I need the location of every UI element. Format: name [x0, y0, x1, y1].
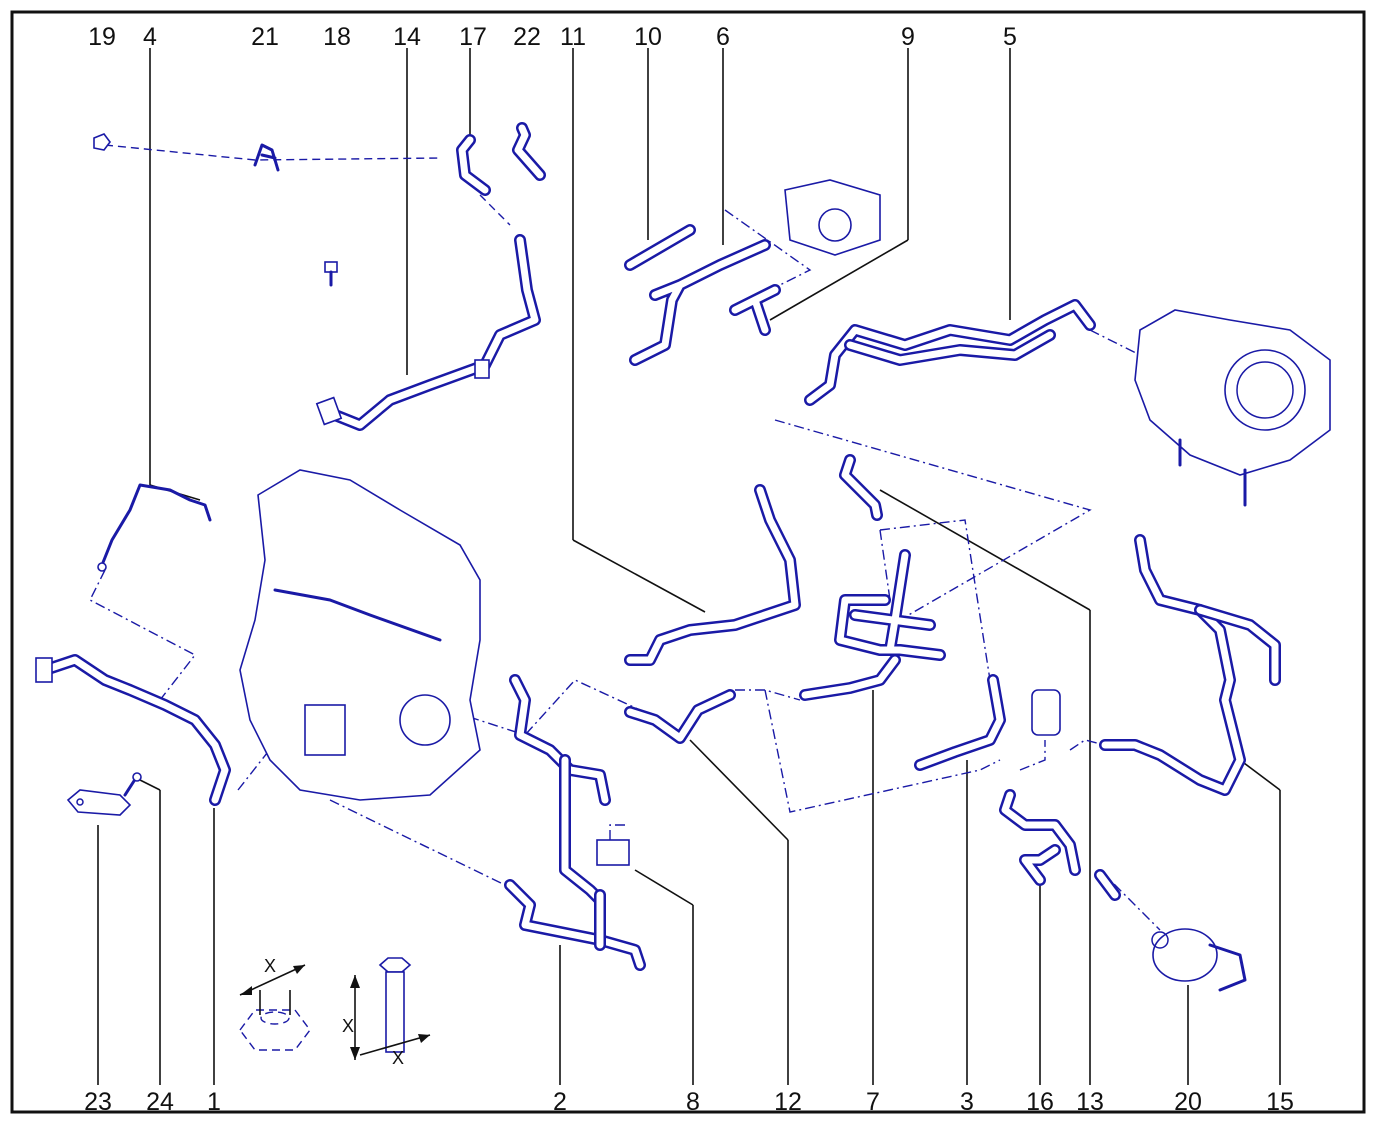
hose-11: [624, 484, 801, 666]
callout-14: 14: [393, 23, 421, 51]
torque-symbol-nut: X: [239, 956, 311, 1051]
callout-6: 6: [716, 23, 730, 51]
callout-numbers-bottom: 23 24 1 2 8 12 7 3 16 13 20 15: [84, 1088, 1294, 1116]
callout-19: 19: [88, 23, 116, 51]
callout-24: 24: [146, 1088, 174, 1116]
callout-1: 1: [207, 1088, 221, 1116]
hose-17: [456, 134, 491, 196]
pump-small: [1031, 689, 1061, 736]
pipe-10: [624, 224, 696, 271]
hose-13: [839, 454, 883, 521]
hose-2: [504, 674, 646, 971]
leader-lines: [97, 48, 1281, 1085]
part-21-clip: [253, 143, 280, 172]
bolt-24: [123, 772, 142, 797]
callout-numbers-top: 19 4 21 18 14 17 22 11 10 6 9 5: [88, 23, 1017, 51]
callout-20: 20: [1174, 1088, 1202, 1116]
callout-11: 11: [560, 23, 586, 51]
pipe-4: [97, 483, 212, 572]
callout-10: 10: [634, 23, 662, 51]
pipe-6: [629, 239, 771, 366]
transmission-unit: [1134, 309, 1331, 507]
part-19-nut: [93, 133, 111, 151]
callout-22: 22: [513, 23, 541, 51]
part-18-bolt: [324, 261, 338, 287]
connection-lines: [89, 144, 1161, 931]
callout-15: 15: [1266, 1088, 1294, 1116]
callout-5: 5: [1003, 23, 1017, 51]
nut-dim-label: X: [264, 956, 276, 976]
callout-18: 18: [323, 23, 351, 51]
bracket-23: [66, 789, 132, 816]
diagram-frame: [10, 10, 1366, 1114]
callout-21: 21: [251, 23, 279, 51]
callout-13: 13: [1076, 1088, 1104, 1116]
engine-block: [239, 469, 481, 801]
callout-17: 17: [459, 23, 487, 51]
hose-3: [914, 674, 1006, 771]
callout-9: 9: [901, 23, 915, 51]
bolt-diameter-label: X: [392, 1048, 404, 1068]
callout-7: 7: [866, 1088, 880, 1116]
torque-symbol-bolt: X X: [342, 957, 431, 1068]
heater-core-7: [799, 549, 946, 701]
callout-8: 8: [686, 1088, 700, 1116]
hose-1: [35, 654, 231, 806]
hose-16: [999, 789, 1121, 901]
valve-8: [596, 824, 630, 866]
valve-block: [784, 179, 881, 256]
callout-3: 3: [960, 1088, 974, 1116]
hose-9: [729, 284, 781, 336]
harness-5: [804, 299, 1096, 406]
callout-4: 4: [143, 23, 157, 51]
callout-12: 12: [774, 1088, 802, 1116]
hose-14: [315, 234, 541, 431]
callout-2: 2: [553, 1088, 567, 1116]
pump-20: [1151, 928, 1247, 992]
hose-12: [624, 689, 736, 744]
hose-22: [512, 122, 546, 181]
callout-23: 23: [84, 1088, 112, 1116]
hose-15: [1099, 534, 1281, 796]
callout-16: 16: [1026, 1088, 1054, 1116]
bolt-length-label: X: [342, 1016, 354, 1036]
